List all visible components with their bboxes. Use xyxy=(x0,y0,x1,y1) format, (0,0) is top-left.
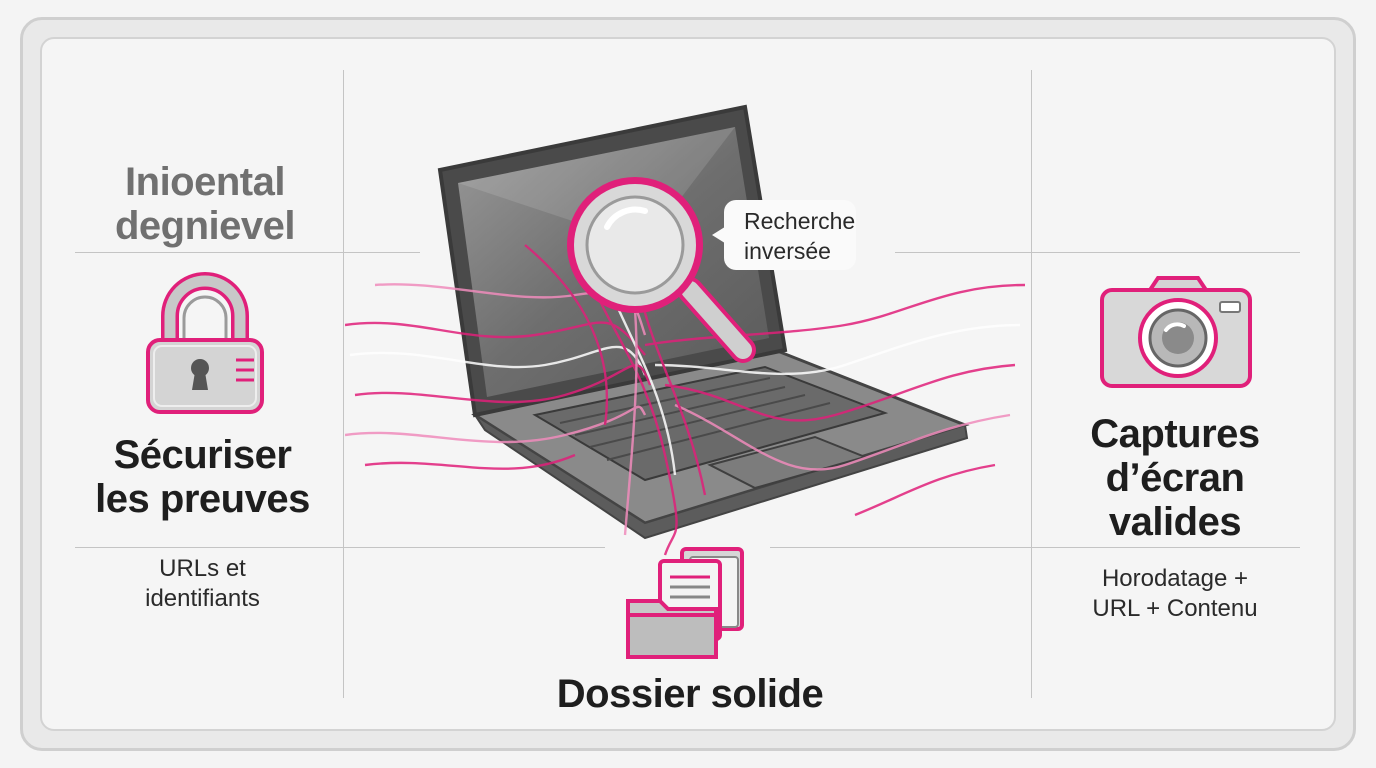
top-left-title-line-2: degnievel xyxy=(114,204,296,248)
divider-right-bottom xyxy=(770,547,1300,548)
divider-left-top xyxy=(75,252,420,253)
left-subtext-line-2: identifiants xyxy=(145,585,260,612)
left-heading-line-2: les preuves xyxy=(95,477,310,521)
callout-text-line-1: Recherche xyxy=(744,208,856,234)
right-subtext: Horodatage + URL + Contenu xyxy=(1060,564,1290,624)
padlock-icon xyxy=(146,272,264,414)
folder-documents-icon xyxy=(626,547,744,659)
right-subtext-line-2: URL + Contenu xyxy=(1092,595,1258,622)
divider-right-top xyxy=(895,252,1300,253)
right-heading: Captures d’écran valides xyxy=(1060,412,1290,544)
laptop-illustration xyxy=(345,104,1025,556)
right-heading-line-3: valides xyxy=(1108,500,1242,544)
divider-left-vertical xyxy=(343,70,344,698)
callout-bubble xyxy=(724,200,856,270)
left-subtext-line-1: URLs et xyxy=(159,555,246,582)
callout-pointer xyxy=(712,225,728,245)
right-heading-line-2: d’écran xyxy=(1105,456,1245,500)
right-heading-line-1: Captures xyxy=(1090,412,1260,456)
left-heading-line-1: Sécuriser xyxy=(113,433,292,477)
magnifier-icon xyxy=(567,177,756,363)
left-subtext: URLs et identifiants xyxy=(90,554,315,614)
left-heading: Sécuriser les preuves xyxy=(70,433,335,521)
callout-text-line-2: inversée xyxy=(744,238,831,264)
top-left-title: Inioental degnievel xyxy=(80,160,330,248)
divider-right-vertical xyxy=(1031,70,1032,698)
divider-left-bottom xyxy=(75,547,605,548)
center-heading: Dossier solide xyxy=(556,672,824,716)
top-left-title-line-1: Inioental xyxy=(125,160,285,204)
callout-text: Recherche inversée xyxy=(744,206,855,266)
camera-icon xyxy=(1100,276,1252,388)
right-subtext-line-1: Horodatage + xyxy=(1101,565,1249,592)
